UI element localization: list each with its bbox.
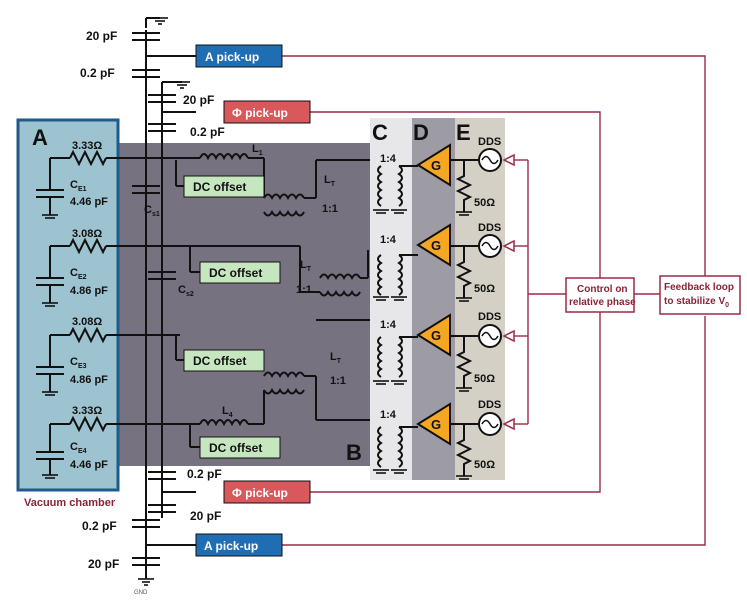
transformer-ratio-2: 1:1 — [296, 284, 312, 296]
cap-mid-02pf: 0.2 pF — [190, 125, 225, 139]
cap-mid-20pf: 20 pF — [183, 93, 214, 107]
amplifier-label: G — [431, 238, 441, 253]
electrode-1-resistance: 3.33Ω — [72, 140, 102, 152]
channel-2: G — [377, 223, 515, 298]
termination-2: 50Ω — [474, 283, 495, 295]
dds-label-2: DDS — [478, 222, 501, 234]
transformer-ratio-3: 1:1 — [330, 375, 346, 387]
dc-offset-3-label: DC offset — [193, 354, 246, 368]
amplifier-label: G — [431, 417, 441, 432]
transformer-ratio-c3: 1:4 — [380, 319, 397, 331]
control-box — [565, 277, 635, 313]
feedback-box — [659, 275, 741, 315]
a-pickup-top — [195, 44, 283, 68]
transformer-lt-3-label: LT — [330, 351, 342, 365]
cap-bot-02pf-a: 0.2 pF — [187, 467, 222, 481]
dc-offset-1 — [183, 175, 265, 198]
region-c — [370, 118, 412, 480]
inductor-l1-label: L1 — [252, 143, 263, 157]
dc-offset-4-label: DC offset — [209, 441, 262, 455]
amplifier-label: G — [431, 158, 441, 173]
electrode-1-cap-value: 4.46 pF — [70, 196, 108, 208]
cap-cs2-label: Cs2 — [178, 284, 194, 298]
electrode-2-cap-value: 4.86 pF — [70, 285, 108, 297]
dds-label-4: DDS — [478, 399, 501, 411]
phi-pickup-bottom — [223, 480, 311, 504]
electrode-3-resistance: 3.08Ω — [72, 316, 102, 328]
vacuum-chamber-label: Vacuum chamber — [24, 497, 116, 509]
ground-icon — [152, 17, 168, 25]
cap-top-20pf: 20 pF — [86, 29, 117, 43]
cap-bot-20pf-b: 20 pF — [88, 557, 119, 571]
feedback-box-line1: Feedback loop — [664, 282, 734, 293]
section-label-d: D — [413, 120, 429, 145]
electrode-2-cap-name: CE2 — [70, 267, 87, 281]
feedback-box-line2: to stabilize V0 — [664, 296, 729, 309]
electrode-1-cap-name: CE1 — [70, 179, 87, 193]
dc-offset-2 — [199, 261, 281, 284]
ground-icon — [42, 209, 472, 480]
termination-3: 50Ω — [474, 373, 495, 385]
transformer-ratio-1: 1:1 — [322, 203, 338, 215]
cap-cs1-label: Cs1 — [144, 204, 160, 218]
termination-4: 50Ω — [474, 459, 495, 471]
dds-label-1: DDS — [478, 136, 501, 148]
control-box-line1: Control on — [577, 284, 628, 295]
phi-pickup-top — [223, 100, 311, 124]
cap-bot-02pf-b: 0.2 pF — [82, 519, 117, 533]
electrode-3-cap-name: CE3 — [70, 356, 87, 370]
transformer-ratio-c1: 1:4 — [380, 153, 397, 165]
channel-1: G — [377, 143, 515, 212]
ground-icon — [174, 81, 190, 89]
electrode-4-cap-name: CE4 — [70, 441, 87, 455]
dc-offset-2-label: DC offset — [209, 266, 262, 280]
transformer-lt-1-label: LT — [324, 174, 336, 188]
inductor-l4-label: L4 — [222, 405, 233, 419]
dds-label-3: DDS — [478, 311, 501, 323]
amplifier-label: G — [431, 328, 441, 343]
dc-offset-3 — [183, 349, 265, 372]
control-box-line2: relative phase — [569, 297, 636, 308]
a-pickup-bottom — [195, 533, 283, 557]
dc-offset-1-label: DC offset — [193, 180, 246, 194]
cap-top-02pf: 0.2 pF — [80, 66, 115, 80]
dc-offset-4 — [199, 436, 281, 459]
channel-3: G — [377, 313, 515, 388]
section-label-c: C — [372, 120, 388, 145]
electrode-2-resistance: 3.08Ω — [72, 228, 102, 240]
electrode-4-cap-value: 4.46 pF — [70, 459, 108, 471]
electrode-3-cap-value: 4.86 pF — [70, 374, 108, 386]
ground-icon — [138, 565, 154, 586]
section-label-b: B — [346, 440, 362, 465]
section-label-a: A — [32, 125, 48, 150]
termination-1: 50Ω — [474, 197, 495, 209]
a-pickup-top-label: A pick-up — [205, 50, 259, 64]
transformer-lt-2-label: LT — [300, 259, 312, 273]
phi-pickup-bottom-label: Φ pick-up — [232, 486, 288, 500]
phi-pickup-top-label: Φ pick-up — [232, 106, 288, 120]
section-label-e: E — [456, 120, 471, 145]
gnd-label: GND — [134, 590, 148, 596]
electrode-4-resistance: 3.33Ω — [72, 405, 102, 417]
transformer-ratio-c2: 1:4 — [380, 234, 397, 246]
cap-bot-20pf-a: 20 pF — [190, 509, 221, 523]
transformer-ratio-c4: 1:4 — [380, 409, 397, 421]
region-a — [16, 118, 120, 492]
a-pickup-bottom-label: A pick-up — [204, 539, 258, 553]
amplifier-1 — [416, 143, 451, 187]
